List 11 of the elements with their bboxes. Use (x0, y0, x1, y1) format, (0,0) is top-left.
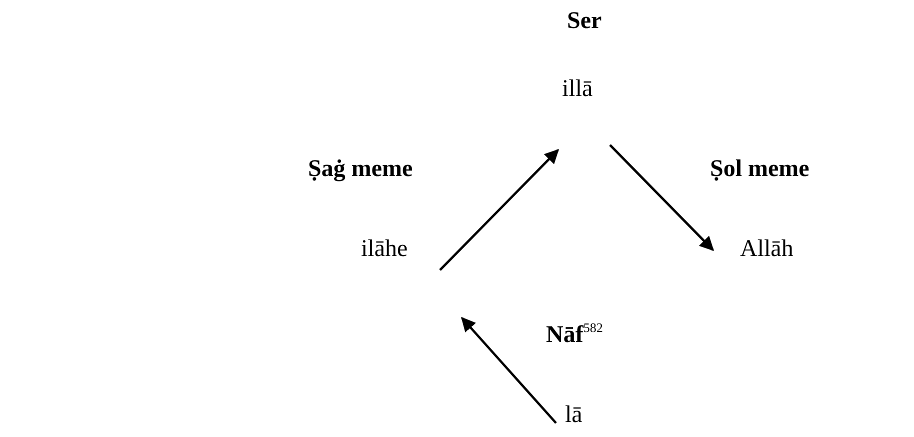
term-label: Allāh (740, 235, 794, 264)
arrow (439, 148, 559, 271)
heading-label: Ṣol meme (710, 155, 810, 184)
term-label: lā (565, 401, 582, 430)
arrow (461, 316, 557, 424)
heading-label: Nāf$^{582}$ (546, 320, 603, 350)
heading-label: Ser (567, 7, 602, 36)
heading-label: Ṣaġ meme (308, 155, 413, 184)
term-label: ilāhe (361, 235, 408, 264)
term-label: illā (562, 75, 593, 104)
arrow (609, 144, 714, 252)
